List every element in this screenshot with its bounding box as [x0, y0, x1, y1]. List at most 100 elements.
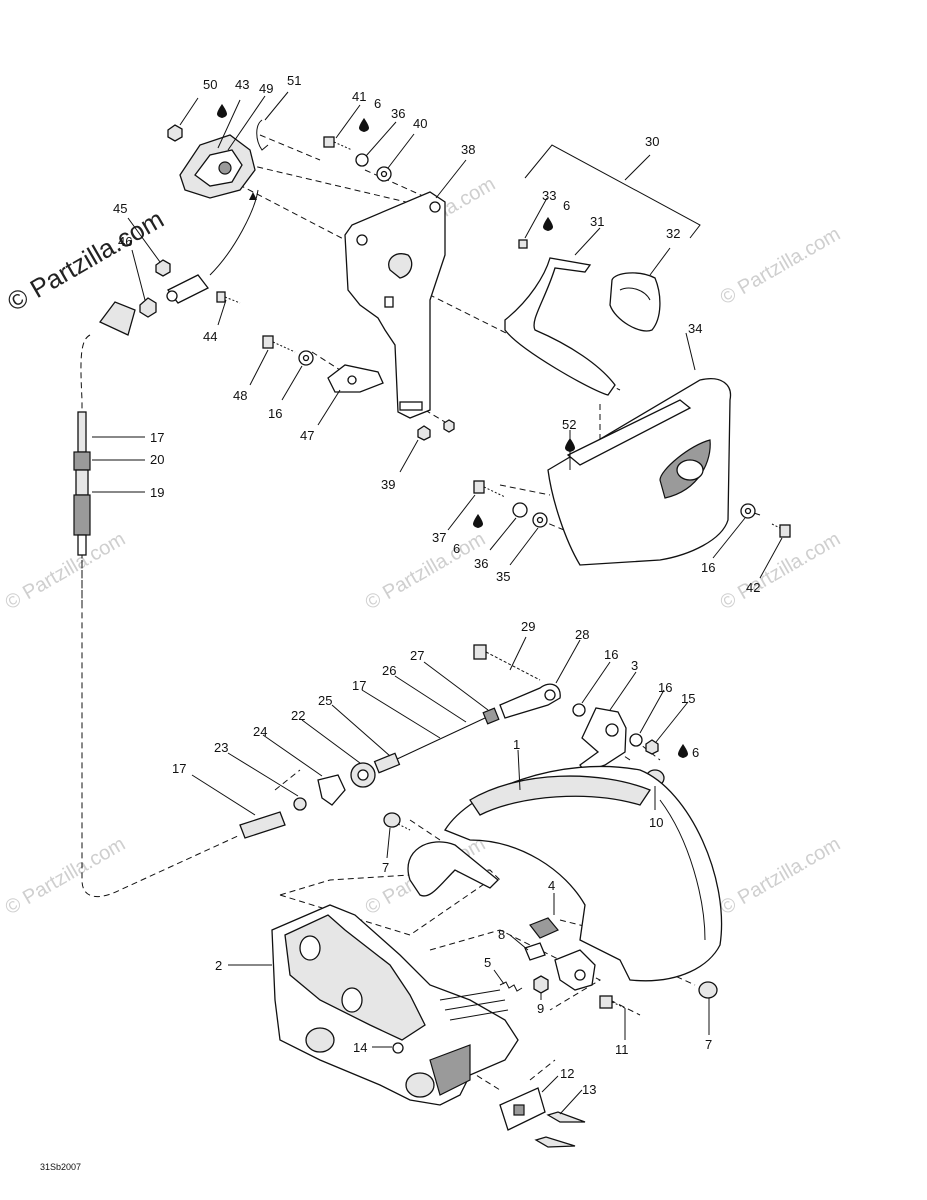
callout-27: 27: [410, 648, 424, 663]
callout-15: 15: [681, 691, 695, 706]
callout-29: 29: [521, 619, 535, 634]
callout-7: 7: [705, 1037, 712, 1052]
part-16-washer-a: [298, 350, 314, 366]
part-47-plate: [327, 364, 384, 393]
callout-8: 8: [498, 927, 505, 942]
callout-6: 6: [563, 198, 570, 213]
callout-33: 33: [542, 188, 556, 203]
part-32-pedal-pad: [609, 272, 661, 332]
callout-19: 19: [150, 485, 164, 500]
callout-47: 47: [300, 428, 314, 443]
callout-40: 40: [413, 116, 427, 131]
part-17-20-19-cable: [73, 411, 91, 556]
part-24-clip: [317, 774, 346, 806]
part-35-washer: [532, 512, 548, 528]
callout-48: 48: [233, 388, 247, 403]
callout-6: 6: [692, 745, 699, 760]
callout-6: 6: [374, 96, 381, 111]
part-17-cable-end: [239, 811, 286, 839]
callout-31: 31: [590, 214, 604, 229]
callout-25: 25: [318, 693, 332, 708]
part-41-bolt: [323, 136, 353, 151]
callout-13: 13: [582, 1082, 596, 1097]
part-22-bushing: [350, 762, 376, 788]
part-36-washer-mid: [512, 502, 528, 518]
drawing-code: 31Sb2007: [40, 1162, 81, 1172]
cable-end-fitting: [98, 297, 157, 336]
callout-42: 42: [746, 580, 760, 595]
oil-drop-icon: [217, 104, 227, 118]
callout-24: 24: [253, 724, 267, 739]
callout-36: 36: [391, 106, 405, 121]
part-9-nut: [533, 975, 549, 994]
callout-17: 17: [172, 761, 186, 776]
callout-16: 16: [268, 406, 282, 421]
part-7-screw-b: [698, 981, 718, 999]
callout-numbers: 50 43 49 51 41 6 36 40 38 30 33 6 31 32 …: [113, 73, 760, 1097]
part-51-clip: [256, 119, 269, 151]
part-50-nut: [167, 124, 183, 142]
callout-36: 36: [474, 556, 488, 571]
callout-11: 11: [615, 1042, 629, 1057]
callout-35: 35: [496, 569, 510, 584]
callout-10: 10: [649, 815, 663, 830]
part-40-washer: [376, 166, 392, 182]
callout-14: 14: [353, 1040, 367, 1055]
part-38-bracket: [344, 191, 446, 419]
callout-12: 12: [560, 1066, 574, 1081]
callout-49: 49: [259, 81, 273, 96]
part-26-cable-rod: [394, 717, 486, 761]
callout-2: 2: [215, 958, 222, 973]
part-36-washer-top: [355, 153, 369, 167]
part-25-fitting: [373, 752, 401, 774]
part-16-washer-d: [629, 733, 643, 747]
callout-7: 7: [382, 860, 389, 875]
callout-16: 16: [701, 560, 715, 575]
part-29-bolt: [473, 644, 541, 681]
part-48-bolt: [262, 335, 296, 353]
oil-drop-icon: [565, 438, 575, 452]
part-39-nut: [417, 419, 455, 441]
watermark-text: © Partzilla.com: [717, 833, 845, 919]
watermark-text: © Partzilla.com: [717, 223, 845, 309]
callout-23: 23: [214, 740, 228, 755]
part-45-nut: [155, 259, 171, 277]
callout-37: 37: [432, 530, 446, 545]
part-23-washer: [293, 797, 307, 811]
part-4-latch: [529, 917, 559, 939]
callout-32: 32: [666, 226, 680, 241]
part-16-washer-c: [572, 703, 586, 717]
oil-drop-icon: [473, 514, 483, 528]
watermark-text: © Partzilla.com: [2, 528, 130, 614]
shroud-bracket: [554, 949, 596, 991]
part-37-bolt: [473, 480, 506, 498]
watermark-main: © Partzilla.com: [2, 204, 169, 318]
part-27-jam-nut: [482, 707, 500, 725]
part-14-washer: [392, 1042, 404, 1054]
part-30-group-bracket: [524, 144, 701, 239]
part-44-bolt: [216, 291, 241, 304]
part-12-plate: [499, 1087, 546, 1131]
oil-drop-markers: [217, 104, 688, 758]
callout-30: 30: [645, 134, 659, 149]
part-46-stud: [166, 274, 209, 304]
callout-6: 6: [453, 541, 460, 556]
callout-50: 50: [203, 77, 217, 92]
part-16-washer-b: [740, 503, 756, 519]
oil-drop-icon: [678, 744, 688, 758]
part-34-cover-plate: [547, 378, 732, 566]
oil-drop-icon: [543, 217, 553, 231]
part-15-nut: [645, 739, 659, 755]
oil-drop-icon: [359, 118, 369, 132]
part-8-pin: [524, 942, 546, 961]
callout-5: 5: [484, 955, 491, 970]
callout-34: 34: [688, 321, 702, 336]
callout-52: 52: [562, 417, 576, 432]
callout-43: 43: [235, 77, 249, 92]
callout-26: 26: [382, 663, 396, 678]
callout-39: 39: [381, 477, 395, 492]
callout-1: 1: [513, 737, 520, 752]
callout-41: 41: [352, 89, 366, 104]
shroud-lever-arm: [407, 841, 499, 897]
